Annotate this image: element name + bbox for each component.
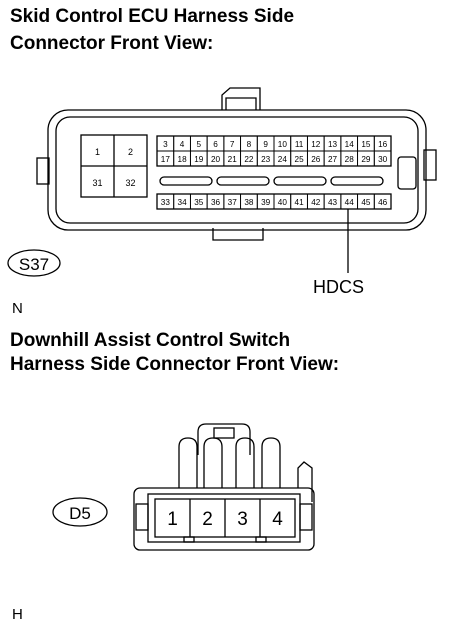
ecu-big-pin: 31 [92,178,102,188]
ecu-pin-label: 30 [378,155,388,164]
ecu-connector [36,87,437,241]
ecu-pin-label: 16 [378,140,388,149]
ecu-pin-label: 9 [263,140,268,149]
ecu-pin-label: 23 [261,155,271,164]
ecu-pin-label: 36 [211,198,221,207]
ecu-pin-label: 7 [230,140,235,149]
ecu-pin-label: 20 [211,155,221,164]
ecu-pin-label: 27 [328,155,338,164]
switch-pins: 1 2 3 4 [167,509,283,530]
ecu-big-pin: 2 [128,147,133,157]
ecu-connector-code: S37 [7,249,61,277]
ecu-pin-label: 12 [311,140,321,149]
hdcs-signal-label: HDCS [313,277,365,297]
switch-pin-label: 1 [167,509,178,530]
switch-pin-label: 3 [237,509,248,530]
ecu-pin-label: 37 [228,198,238,207]
ecu-pin-label: 29 [361,155,371,164]
ecu-pin-label: 35 [194,198,204,207]
ecu-pin-label: 14 [345,140,355,149]
ecu-big-pin: 1 [95,147,100,157]
ecu-big-pins: 1 2 31 32 [92,147,135,188]
ecu-pin-label: 45 [361,198,371,207]
switch-pin-label: 2 [202,509,213,530]
ecu-pin-label: 22 [244,155,254,164]
ecu-pin-label: 41 [295,198,305,207]
ecu-title-line1: Skid Control ECU Harness Side [10,6,295,27]
ecu-connector-code-text: S37 [19,255,49,274]
ecu-pin-label: 28 [345,155,355,164]
switch-pin-label: 4 [272,509,283,530]
ecu-pin-cell [373,150,392,167]
switch-connector [133,423,315,551]
ecu-pin-cell [373,193,392,210]
ecu-pin-label: 19 [194,155,204,164]
ecu-pin-label: 34 [178,198,188,207]
switch-title-line1: Downhill Assist Control Switch [10,330,291,351]
ecu-pin-label: 13 [328,140,338,149]
note-h: H [12,606,23,623]
ecu-pin-label: 6 [213,140,218,149]
ecu-pin-label: 42 [311,198,321,207]
ecu-pin-label: 43 [328,198,338,207]
ecu-pin-label: 3 [163,140,168,149]
switch-connector-code: D5 [52,497,108,527]
ecu-title-line2: Connector Front View: [10,33,214,54]
ecu-big-pin: 32 [125,178,135,188]
ecu-pin-label: 44 [345,198,355,207]
switch-connector-code-text: D5 [69,504,91,523]
ecu-pin-label: 17 [161,155,171,164]
ecu-pin-label: 4 [180,140,185,149]
ecu-pin-label: 39 [261,198,271,207]
ecu-pin-label: 8 [247,140,252,149]
ecu-pin-label: 24 [278,155,288,164]
ecu-pin-label: 38 [244,198,254,207]
ecu-pin-label: 18 [178,155,188,164]
ecu-pin-label: 33 [161,198,171,207]
ecu-pin-label: 46 [378,198,388,207]
ecu-pin-label: 15 [361,140,371,149]
ecu-pin-label: 10 [278,140,288,149]
ecu-pin-label: 5 [197,140,202,149]
ecu-pin-label: 40 [278,198,288,207]
ecu-pin-label: 21 [228,155,238,164]
ecu-pin-label: 26 [311,155,321,164]
ecu-pin-label: 25 [295,155,305,164]
ecu-pin-label: 11 [295,140,304,149]
note-n: N [12,300,23,317]
switch-title-line2: Harness Side Connector Front View: [10,354,340,375]
